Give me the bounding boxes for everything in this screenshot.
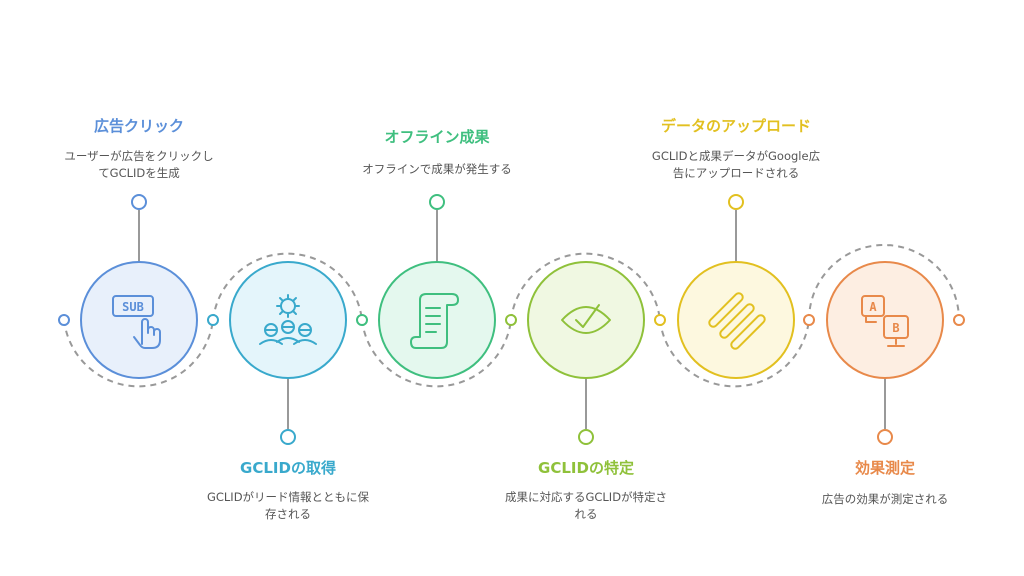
step-desc-4: 成果に対応するGCLIDが特定さ れる	[476, 489, 696, 523]
desc-line: てGCLIDを生成	[98, 166, 180, 180]
b-label: B	[892, 321, 899, 335]
stem-marker	[877, 429, 893, 445]
step-circles	[80, 261, 944, 379]
step-desc-5: GCLIDと成果データがGoogle広 告にアップロードされる	[626, 148, 846, 182]
step-title-3: オフライン成果	[384, 128, 490, 146]
connector-dot	[356, 314, 368, 326]
desc-line: 存される	[265, 507, 311, 521]
step-desc-3: オフラインで成果が発生する	[327, 161, 547, 178]
stem-marker	[429, 194, 445, 210]
scroll-document-icon	[410, 293, 459, 349]
desc-line: 成果に対応するGCLIDが特定さ	[504, 490, 668, 504]
step-circle-3	[378, 261, 496, 379]
eye-outline	[561, 306, 611, 334]
a-label: A	[869, 300, 877, 314]
step-desc-1: ユーザーが広告をクリックし てGCLIDを生成	[39, 148, 239, 182]
connector-dot	[58, 314, 70, 326]
desc-line: れる	[574, 507, 598, 521]
arc-6	[808, 244, 960, 321]
connector-dot	[803, 314, 815, 326]
stem-marker	[131, 194, 147, 210]
a-box	[861, 295, 885, 317]
b-stand	[887, 337, 905, 347]
gear-teeth	[276, 294, 300, 318]
step-title-2: GCLIDの取得	[240, 459, 336, 477]
person-shoulders	[259, 337, 317, 345]
scroll-lines	[425, 307, 441, 333]
stem-marker	[578, 429, 594, 445]
step-title-5: データのアップロード	[660, 117, 811, 135]
desc-line: 告にアップロードされる	[672, 166, 800, 180]
connector-dot	[654, 314, 666, 326]
ab-test-icon: A B	[861, 295, 909, 347]
connector-dots	[58, 314, 965, 326]
desc-line: 広告の効果が測定される	[821, 492, 949, 506]
upload-bars-icon	[708, 292, 766, 350]
stems	[131, 194, 893, 445]
bar	[708, 292, 744, 328]
scroll-outline	[410, 293, 459, 349]
connector-dot	[207, 314, 219, 326]
bar	[730, 314, 766, 350]
finger-shape	[133, 318, 161, 349]
gear-people-icon	[259, 294, 317, 345]
step-title-6: 効果測定	[854, 459, 915, 477]
desc-line: GCLIDと成果データがGoogle広	[651, 149, 821, 163]
desc-line: オフラインで成果が発生する	[362, 162, 512, 176]
person-stripes	[265, 326, 311, 331]
desc-line: ユーザーが広告をクリックし	[64, 149, 214, 163]
step-circle-1	[80, 261, 198, 379]
sub-label: SUB	[122, 300, 144, 314]
connector-dot	[505, 314, 517, 326]
desc-line: GCLIDがリード情報とともに保	[206, 490, 370, 504]
connector-dot	[953, 314, 965, 326]
check-mark	[575, 304, 600, 328]
step-circle-5	[677, 261, 795, 379]
stem-marker	[280, 429, 296, 445]
step-title-4: GCLIDの特定	[538, 459, 634, 477]
step-circle-4	[527, 261, 645, 379]
sub-box	[112, 295, 154, 317]
eye-check-icon	[561, 304, 611, 334]
stem-marker	[728, 194, 744, 210]
step-title-1: 広告クリック	[93, 117, 184, 135]
step-desc-2: GCLIDがリード情報とともに保 存される	[183, 489, 393, 523]
step-desc-6: 広告の効果が測定される	[775, 491, 995, 508]
sub-finger-icon: SUB	[112, 295, 161, 349]
connector-arcs	[63, 244, 960, 388]
bar	[719, 303, 755, 339]
a-stand	[865, 315, 877, 323]
